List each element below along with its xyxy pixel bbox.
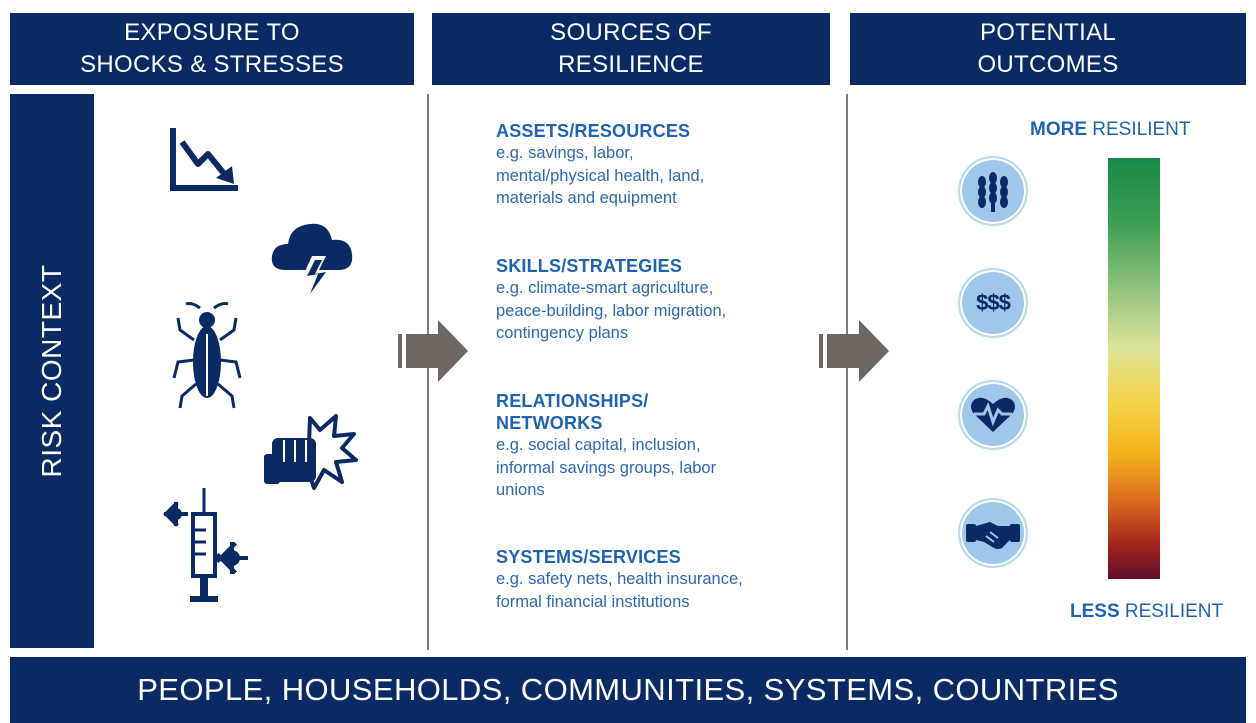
source-relationships-title-1: RELATIONSHIPS/ [496,391,649,411]
money-badge: $$$ [958,268,1028,338]
less-resilient-label: LESS RESILIENT [1070,601,1223,623]
source-assets-desc-3: materials and equipment [496,189,677,207]
header-exposure-line1: EXPOSURE TO [124,19,300,46]
source-relationships: RELATIONSHIPS/ NETWORKS e.g. social capi… [496,390,826,502]
crops-icon [978,172,1008,212]
source-assets: ASSETS/RESOURCES e.g. savings, labor, me… [496,120,826,210]
header-outcomes-line1: POTENTIAL [979,19,1117,46]
more-resilient-rest: RESILIENT [1087,119,1191,140]
syringe-virus-icon [163,488,248,602]
arrow-right-icon [398,320,468,382]
source-systems-desc-1: e.g. safety nets, health insurance, [496,570,743,588]
source-systems-title: SYSTEMS/SERVICES [496,547,681,567]
resilience-gradient-bar [1108,158,1160,579]
source-skills-desc-3: contingency plans [496,324,629,342]
source-systems: SYSTEMS/SERVICES e.g. safety nets, healt… [496,546,826,613]
footer-banner: PEOPLE, HOUSEHOLDS, COMMUNITIES, SYSTEMS… [10,657,1246,723]
storm-cloud-icon [271,223,353,302]
footer-text: PEOPLE, HOUSEHOLDS, COMMUNITIES, SYSTEMS… [137,672,1119,707]
arrow-right-icon [819,320,889,382]
handshake-badge [958,498,1028,568]
money-icon: $$$ [976,290,1011,315]
health-heart-icon [971,397,1015,432]
source-assets-desc-2: mental/physical health, land, [496,166,705,185]
source-relationships-title-2: NETWORKS [496,413,603,433]
pest-insect-icon [172,302,242,409]
health-badge [958,380,1028,450]
source-assets-desc-1: e.g. savings, labor, [496,144,634,162]
source-skills-desc-1: e.g. climate-smart agriculture, [496,279,714,297]
source-skills-title: SKILLS/STRATEGIES [496,256,683,276]
less-resilient-rest: RESILIENT [1119,601,1224,622]
column-divider-right [846,94,848,650]
risk-context-bar: RISK CONTEXT [10,94,94,648]
header-sources-line2: RESILIENCE [558,51,704,78]
source-relationships-desc-1: e.g. social capital, inclusion, [496,436,701,454]
source-relationships-desc-2: informal savings groups, labor [496,458,717,477]
handshake-icon [966,522,1020,549]
less-resilient-bold: LESS [1070,601,1120,622]
header-exposure-line2: SHOCKS & STRESSES [80,51,344,78]
header-sources: SOURCES OF RESILIENCE [432,13,830,85]
source-skills: SKILLS/STRATEGIES e.g. climate-smart agr… [496,255,826,345]
more-resilient-label: MORE RESILIENT [1030,119,1190,141]
source-systems-desc-2: formal financial institutions [496,592,690,611]
header-exposure: EXPOSURE TO SHOCKS & STRESSES [10,13,414,85]
conflict-fist-icon [264,414,358,490]
more-resilient-bold: MORE [1030,119,1087,140]
risk-context-label: RISK CONTEXT [36,264,67,478]
declining-chart-icon [170,128,238,191]
header-sources-line1: SOURCES OF [550,19,712,46]
source-skills-desc-2: peace-building, labor migration, [496,301,727,320]
source-assets-title: ASSETS/RESOURCES [496,121,691,141]
header-outcomes: POTENTIAL OUTCOMES [850,13,1246,85]
column-divider-left [427,94,429,650]
source-relationships-desc-3: unions [496,481,545,499]
header-outcomes-line2: OUTCOMES [977,51,1119,78]
crops-badge [958,156,1028,226]
